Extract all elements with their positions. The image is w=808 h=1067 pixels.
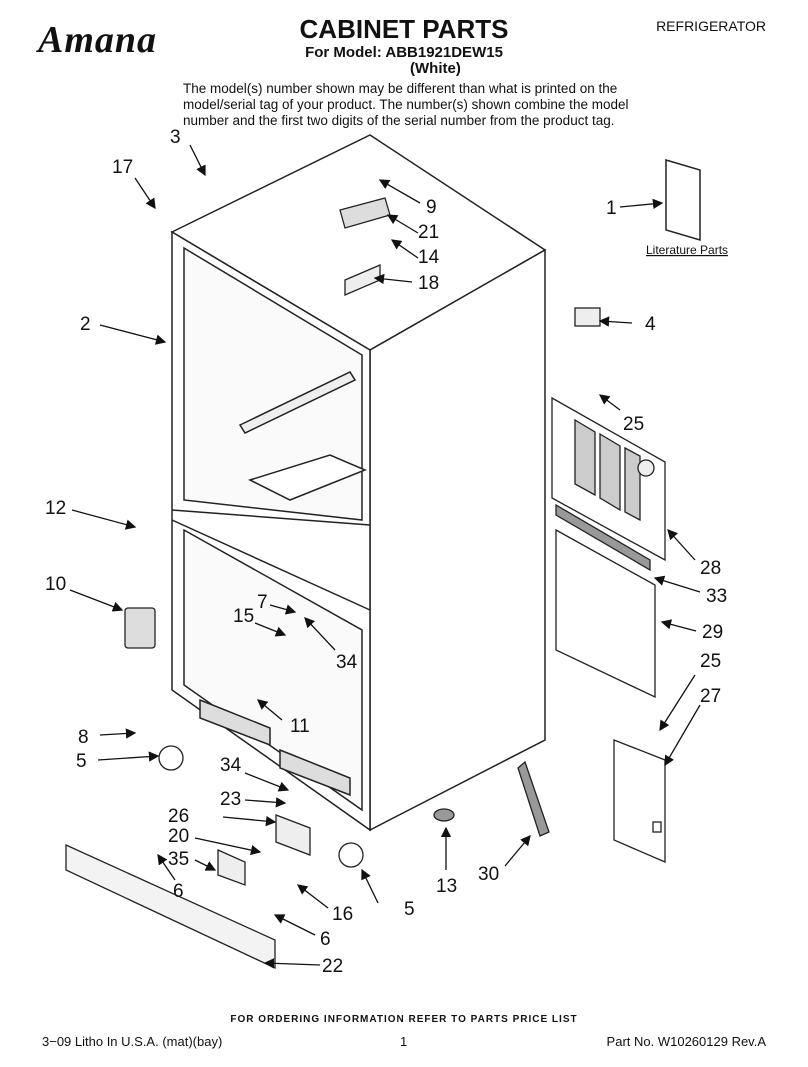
callout-4: 4 bbox=[645, 314, 656, 335]
callout-18: 18 bbox=[418, 273, 439, 294]
callout-8: 8 bbox=[78, 727, 89, 748]
callout-5b: 5 bbox=[404, 899, 415, 920]
part-number: Part No. W10260129 Rev.A bbox=[606, 1034, 766, 1049]
callout-26: 26 bbox=[168, 806, 189, 827]
model-line: For Model: ABB1921DEW15 bbox=[305, 44, 503, 61]
color-line: (White) bbox=[410, 60, 461, 77]
page-number: 1 bbox=[400, 1034, 408, 1049]
callout-9: 9 bbox=[426, 197, 437, 218]
callout-30: 30 bbox=[478, 864, 499, 885]
callout-6a: 6 bbox=[173, 881, 184, 902]
literature-part bbox=[665, 158, 701, 242]
grille-assembly bbox=[551, 396, 666, 863]
small-parts bbox=[65, 197, 601, 970]
callout-10: 10 bbox=[45, 574, 66, 595]
callout-7: 7 bbox=[257, 592, 268, 613]
page-title: CABINET PARTS bbox=[299, 14, 509, 44]
callout-20: 20 bbox=[168, 826, 189, 847]
callout-21: 21 bbox=[418, 222, 439, 243]
leader-lines bbox=[69, 144, 701, 969]
callout-12: 12 bbox=[45, 498, 66, 519]
callout-1: 1 bbox=[606, 198, 617, 219]
brand-logo: Amana bbox=[38, 19, 158, 61]
callout-25b: 25 bbox=[700, 651, 721, 672]
literature-label: Literature Parts bbox=[646, 243, 728, 257]
litho-info: 3−09 Litho In U.S.A. (mat)(bay) bbox=[42, 1034, 223, 1049]
callout-14: 14 bbox=[418, 247, 440, 268]
callout-25a: 25 bbox=[623, 414, 644, 435]
callout-5a: 5 bbox=[76, 751, 87, 772]
callout-3: 3 bbox=[170, 127, 181, 148]
callout-27: 27 bbox=[700, 686, 721, 707]
callout-28: 28 bbox=[700, 558, 721, 579]
callout-15: 15 bbox=[233, 606, 254, 627]
callout-6b: 6 bbox=[320, 929, 331, 950]
model-note: The model(s) number shown may be differe… bbox=[183, 81, 629, 128]
callout-33: 33 bbox=[706, 586, 727, 607]
callout-22: 22 bbox=[322, 956, 343, 977]
callout-13: 13 bbox=[436, 876, 457, 897]
callout-2: 2 bbox=[80, 314, 91, 335]
callout-34b: 34 bbox=[220, 755, 242, 776]
callout-11: 11 bbox=[290, 716, 310, 737]
ordering-info: FOR ORDERING INFORMATION REFER TO PARTS … bbox=[230, 1014, 578, 1025]
cabinet-body bbox=[170, 134, 547, 832]
callout-17: 17 bbox=[112, 157, 133, 178]
callout-29: 29 bbox=[702, 622, 723, 643]
callout-34a: 34 bbox=[336, 652, 358, 673]
callout-16: 16 bbox=[332, 904, 353, 925]
callout-23: 23 bbox=[220, 789, 241, 810]
callout-35: 35 bbox=[168, 849, 189, 870]
category-label: REFRIGERATOR bbox=[656, 18, 766, 34]
